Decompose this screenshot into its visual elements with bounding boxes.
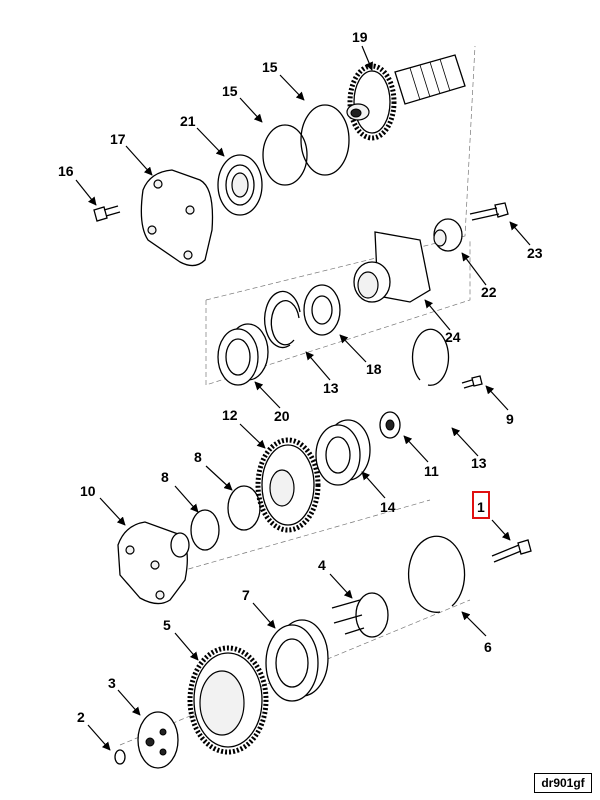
callout-16: 16 [58,163,74,179]
part-10-cover [117,521,190,605]
part-23-bolt [469,202,509,221]
part-6-snap-ring [407,535,466,613]
callout-5: 5 [163,617,171,633]
part-2-o-ring [114,749,126,765]
callout-7: 7 [242,587,250,603]
callout-1: 1 [477,499,485,515]
part-19-output-shaft [346,54,466,141]
callout-20: 20 [274,408,290,424]
part-22-spacer [433,218,463,252]
callout-8-b: 8 [194,449,202,465]
part-1-bolt [491,539,532,563]
callout-4: 4 [318,557,326,573]
part-13-snap-ring-right [411,328,450,386]
assembly-boundary [119,45,476,746]
callout-3: 3 [108,675,116,691]
callout-21: 21 [180,113,196,129]
part-15-o-rings [262,104,350,186]
callout-15-b: 15 [222,83,238,99]
callout-10: 10 [80,483,96,499]
part-14-bearing [315,419,371,486]
part-17-cover [140,169,214,267]
callout-24: 24 [445,329,461,345]
leader-lines [75,45,531,751]
part-7-bearing [265,619,329,702]
callout-6: 6 [484,639,492,655]
part-20-bearing [217,323,269,386]
callout-2: 2 [77,709,85,725]
callout-15-a: 15 [262,59,278,75]
callout-1-highlight [472,491,490,519]
part-24-flange-housing [353,231,431,303]
part-3-thrust-plate [137,711,179,769]
callout-18: 18 [366,361,382,377]
part-5-ring-gear [187,645,269,755]
callout-19: 19 [352,29,368,45]
part-12-gear [255,437,321,533]
callout-8-a: 8 [161,469,169,485]
callout-13-a: 13 [323,380,339,396]
callout-13-b: 13 [471,455,487,471]
part-13-snap-ring-upper [264,290,301,349]
part-16-bolt [93,205,121,222]
callout-22: 22 [481,284,497,300]
figure-id-label: dr901gf [534,773,592,793]
part-4-carrier [331,592,389,638]
part-9-bolt [461,375,483,389]
part-21-bearing [217,154,263,216]
callout-23: 23 [527,245,543,261]
part-18-thrust-washer [303,284,341,336]
callout-17: 17 [110,131,126,147]
callout-12: 12 [222,407,238,423]
callout-9: 9 [506,411,514,427]
callout-14: 14 [380,499,396,515]
part-8-o-rings [190,485,261,551]
part-11-tone-ring [379,411,401,439]
callout-11: 11 [424,463,439,479]
callout-labels: 19 15 15 21 17 16 23 22 24 13 18 20 12 9… [58,29,543,725]
